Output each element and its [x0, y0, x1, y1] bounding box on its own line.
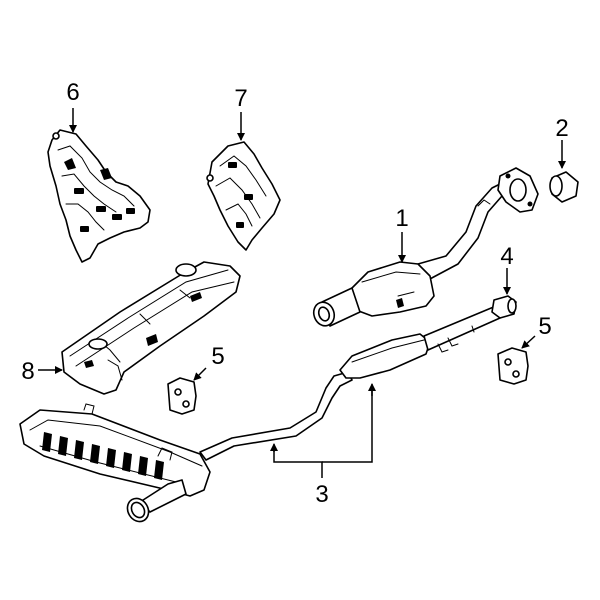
callout-1: 1: [395, 205, 408, 232]
callout-5-left: 5: [211, 343, 224, 370]
part-1-catalytic-converter: [312, 167, 539, 327]
part-4-clamp: [491, 295, 517, 319]
part-8-heat-shield: [61, 261, 241, 395]
callout-8: 8: [21, 358, 34, 385]
part-3-pipe-assembly: [19, 303, 509, 523]
part-5-hanger-left: [167, 377, 197, 415]
part-7-heat-shield: [206, 141, 281, 251]
callout-7: 7: [234, 85, 247, 112]
part-6-heat-shield: [47, 129, 151, 263]
callout-4: 4: [500, 243, 513, 270]
part-2-gasket: [549, 171, 579, 203]
callout-3: 3: [315, 481, 328, 508]
callout-6: 6: [66, 79, 79, 106]
part-5-hanger-right: [497, 347, 529, 385]
callout-2: 2: [555, 115, 568, 142]
callout-5-right: 5: [538, 313, 551, 340]
leader-lines: [38, 108, 566, 478]
